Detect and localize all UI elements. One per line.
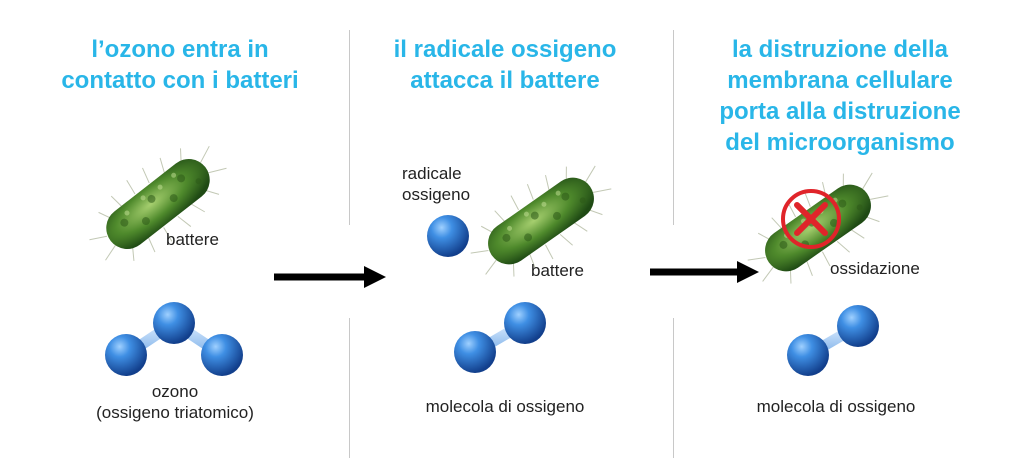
- right-arrow-icon: [650, 261, 759, 283]
- panel-1-title-line: l’ozono entra in: [91, 36, 269, 63]
- bacterium-label: battere: [531, 261, 584, 280]
- divider-bottom-2: [673, 318, 674, 458]
- panel-2-title-line: attacca il battere: [410, 67, 600, 94]
- bacterium-label: battere: [166, 230, 219, 249]
- panel-1-title: l’ozono entra in contatto con i batteri: [20, 34, 340, 96]
- radical-label-line: radicale: [402, 164, 462, 183]
- radical-label: radicale ossigeno: [402, 163, 502, 205]
- panel-3-title-line: del microorganismo: [725, 129, 955, 156]
- ozone-label: ozono (ossigeno triatomico): [60, 381, 290, 423]
- oxygen-radical-icon: [427, 215, 469, 257]
- panel-3-title-line: porta alla distruzione: [719, 98, 961, 125]
- divider-bottom-1: [349, 318, 350, 458]
- oxygen-molecule-label: molecola di ossigeno: [425, 397, 585, 416]
- oxidation-label: ossidazione: [830, 259, 920, 278]
- radical-label-line: ossigeno: [402, 185, 471, 204]
- panel-3-title: la distruzione della membrana cellulare …: [680, 34, 1000, 158]
- right-arrow-icon: [274, 266, 386, 288]
- ozone-label-line: (ossigeno triatomico): [96, 403, 254, 422]
- oxygen-molecule-label: molecola di ossigeno: [756, 397, 916, 416]
- oxygen-molecule-icon: [787, 305, 879, 376]
- panel-2-title: il radicale ossigeno attacca il battere: [355, 34, 655, 96]
- ozone-molecule-icon: [105, 302, 243, 376]
- divider-top-2: [673, 30, 674, 225]
- cross-mark-icon: [781, 189, 841, 249]
- panel-3-title-line: membrana cellulare: [727, 67, 953, 94]
- divider-top-1: [349, 30, 350, 225]
- ozone-label-line: ozono: [151, 382, 199, 401]
- panel-3-title-line: la distruzione della: [731, 36, 949, 63]
- oxygen-molecule-icon: [454, 302, 546, 373]
- bacterium-icon: [74, 126, 242, 282]
- panel-1-title-line: contatto con i batteri: [61, 67, 299, 94]
- panel-2-title-line: il radicale ossigeno: [393, 36, 617, 63]
